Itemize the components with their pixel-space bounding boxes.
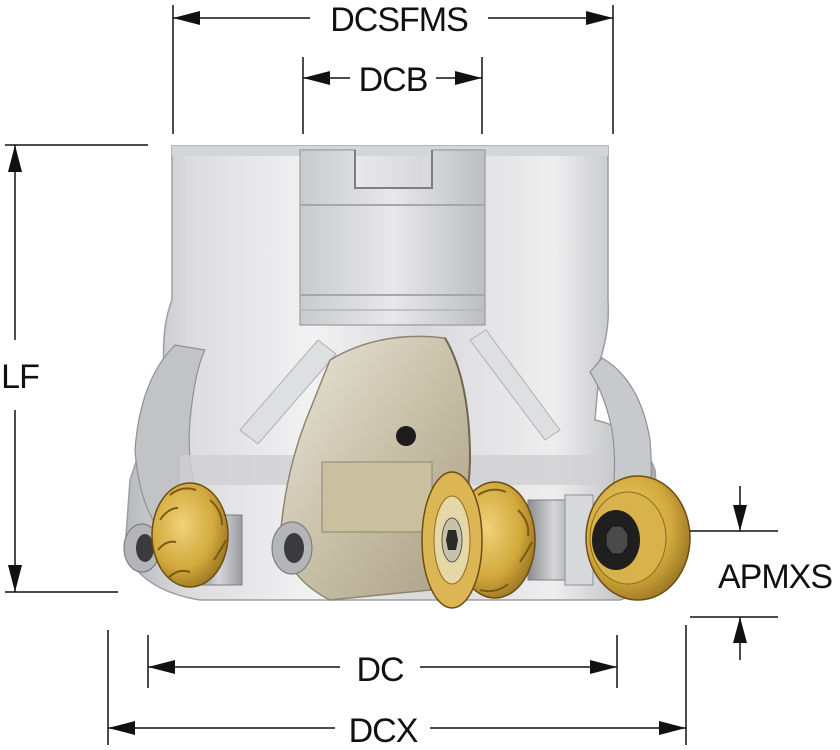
label-dcsfms: DCSFMS <box>330 1 468 39</box>
hole-left-inner-icon <box>136 534 154 562</box>
cutter-top-face <box>172 146 608 156</box>
dcsfms-arrow-left-icon <box>173 11 200 25</box>
side-holes <box>123 521 313 575</box>
apmxs-arrow-top-icon <box>733 505 747 531</box>
label-lf: LF <box>1 358 39 396</box>
clamp-hole-icon <box>396 426 416 446</box>
keyway-notch <box>354 150 433 189</box>
insert-right <box>585 475 691 601</box>
insert-center-scallops <box>477 488 533 593</box>
coolant-channel-left <box>239 339 337 445</box>
dcb-arrow-left-icon <box>303 71 330 85</box>
label-apmxs: APMXS <box>718 558 832 596</box>
insert-center-torx-icon <box>446 530 458 550</box>
label-dc: DC <box>356 651 404 689</box>
clamp-block <box>321 461 433 533</box>
label-dcb: DCB <box>359 61 428 99</box>
apmxs-arrow-bottom-icon <box>733 617 747 643</box>
dc-arrow-left-icon <box>148 660 175 674</box>
insert-center <box>421 471 536 609</box>
lf-arrow-bottom-icon <box>8 565 22 592</box>
dcsfms-arrow-right-icon <box>586 11 613 25</box>
lf-arrow-top-icon <box>8 145 22 172</box>
dcb-arrow-right-icon <box>455 71 482 85</box>
label-dcx: DCX <box>349 712 418 750</box>
dimension-lines <box>5 5 778 745</box>
insert-left <box>151 482 229 588</box>
dcx-arrow-right-icon <box>659 721 686 735</box>
hole-mid-inner-icon <box>284 533 304 563</box>
insert-right-torx-icon <box>605 525 629 555</box>
coolant-channel-right <box>469 329 561 441</box>
insert-left-scallops <box>157 487 227 579</box>
dc-arrow-right-icon <box>590 660 617 674</box>
dcx-arrow-left-icon <box>108 721 135 735</box>
